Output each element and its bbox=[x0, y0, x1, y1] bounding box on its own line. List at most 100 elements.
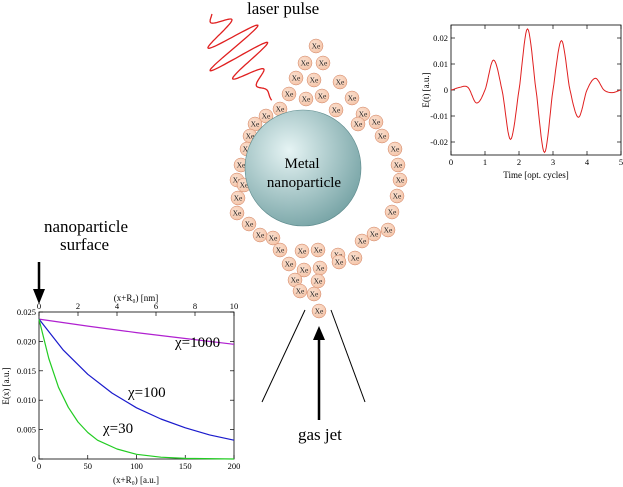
xe-atom-label: Xe bbox=[391, 145, 400, 154]
xe-atom-circle bbox=[230, 190, 246, 206]
xe-atom-circle bbox=[332, 74, 348, 90]
xe-atom-label: Xe bbox=[285, 90, 294, 99]
chart-ex-series-line-0 bbox=[38, 318, 235, 345]
gas-jet-arrow-head bbox=[313, 326, 325, 340]
xe-atom-circle bbox=[311, 303, 327, 319]
xe-atom-circle bbox=[387, 141, 403, 157]
xe-atom: Xe bbox=[389, 188, 405, 204]
xe-atom-label: Xe bbox=[370, 230, 379, 239]
xe-atom-label: Xe bbox=[276, 246, 285, 255]
xe-atom-label: Xe bbox=[296, 287, 305, 296]
xe-atom-label: Xe bbox=[393, 192, 402, 201]
xe-atom: Xe bbox=[368, 114, 384, 130]
xe-atom-label: Xe bbox=[335, 258, 344, 267]
xe-atom-circle bbox=[390, 157, 406, 173]
xe-atom-label: Xe bbox=[310, 76, 319, 85]
xe-atom-circle bbox=[368, 114, 384, 130]
xe-atom-label: Xe bbox=[291, 276, 300, 285]
chart-ex-x2tick-label: 10 bbox=[230, 301, 239, 311]
xe-atom: Xe bbox=[366, 226, 382, 242]
xe-atom-label: Xe bbox=[269, 234, 278, 243]
xe-atom: Xe bbox=[297, 55, 313, 71]
chart-ex-xtick-label: 0 bbox=[37, 461, 41, 471]
chart-ex-xtick-label: 100 bbox=[130, 461, 143, 471]
chart-ex-x2tick-label: 8 bbox=[193, 301, 197, 311]
xe-atom-circle bbox=[380, 222, 396, 238]
xe-atom: Xe bbox=[347, 250, 363, 266]
xe-atom: Xe bbox=[331, 254, 347, 270]
xe-atom: Xe bbox=[350, 116, 366, 132]
xe-atom-circle bbox=[314, 88, 330, 104]
xe-atom-circle bbox=[310, 242, 326, 258]
xe-atom-label: Xe bbox=[298, 247, 307, 256]
xe-atom: Xe bbox=[265, 230, 281, 246]
xe-atom: Xe bbox=[344, 90, 360, 106]
xe-atom-circle bbox=[281, 86, 297, 102]
xe-atom-label: Xe bbox=[262, 112, 271, 121]
chart-ex-ytick-label: 0.020 bbox=[17, 336, 36, 346]
chart-ex-ytick-label: 0.025 bbox=[17, 307, 36, 317]
series-label-chi-30: χ=30 bbox=[102, 421, 133, 437]
xe-atom: Xe bbox=[374, 128, 390, 144]
chart-ex-xtick-label: 150 bbox=[179, 461, 192, 471]
chart-ex-series-line-1 bbox=[38, 318, 235, 441]
series-label-chi-100: χ=100 bbox=[127, 385, 166, 401]
xe-atom-label: Xe bbox=[336, 78, 345, 87]
xe-atom-label: Xe bbox=[388, 208, 397, 217]
xe-atom-circle bbox=[272, 242, 288, 258]
xe-atom-label: Xe bbox=[318, 92, 327, 101]
xe-atom-circle bbox=[298, 91, 314, 107]
chart-ex-x2tick-label: 0 bbox=[37, 301, 41, 311]
xe-atom-circle bbox=[281, 256, 297, 272]
xe-atom-circle bbox=[354, 233, 370, 249]
chart-ex-xtick-label: 200 bbox=[228, 461, 241, 471]
xe-atom: Xe bbox=[306, 286, 322, 302]
xe-atom-label: Xe bbox=[314, 246, 323, 255]
xe-atom: Xe bbox=[310, 242, 326, 258]
xe-atom-label: Xe bbox=[319, 59, 328, 68]
chart-et-xlabel: Time [opt. cycles] bbox=[503, 170, 568, 180]
xe-atom: Xe bbox=[281, 86, 297, 102]
xe-atom-label: Xe bbox=[354, 120, 363, 129]
chart-et-ytick-label: 0.01 bbox=[433, 59, 448, 69]
xe-atom-circle bbox=[308, 38, 324, 54]
chart-ex-ytick-label: 0.005 bbox=[17, 425, 36, 435]
xe-atom-label: Xe bbox=[332, 106, 341, 115]
chart-et-xtick-label: 2 bbox=[517, 157, 521, 167]
xe-atom: Xe bbox=[310, 273, 326, 289]
xe-atom-label: Xe bbox=[246, 132, 255, 141]
xe-atom-label: Xe bbox=[251, 120, 260, 129]
xe-atom-circle bbox=[392, 172, 408, 188]
xe-atom-circle bbox=[288, 70, 304, 86]
surface-label-line2: surface bbox=[60, 235, 109, 254]
xe-atom-circle bbox=[389, 188, 405, 204]
xe-atom-label: Xe bbox=[302, 95, 311, 104]
chart-et-ylabel: E(t) [a.u.] bbox=[421, 72, 431, 107]
xe-atom-label: Xe bbox=[245, 220, 254, 229]
chart-et-ytick-label: -0.01 bbox=[430, 111, 448, 121]
chart-ex-x2tick-label: 6 bbox=[154, 301, 158, 311]
xe-atom: Xe bbox=[384, 204, 400, 220]
xe-atom-label: Xe bbox=[394, 161, 403, 170]
xe-atom-label: Xe bbox=[233, 209, 242, 218]
chart-et-ytick-label: 0.02 bbox=[433, 33, 448, 43]
xe-atom: Xe bbox=[311, 303, 327, 319]
xe-atom: Xe bbox=[296, 262, 312, 278]
xe-atom-circle bbox=[350, 116, 366, 132]
xe-atom-label: Xe bbox=[237, 161, 246, 170]
xe-atom-circle bbox=[331, 254, 347, 270]
xe-atom-circle bbox=[229, 205, 245, 221]
xe-atom-circle bbox=[265, 230, 281, 246]
xe-atom: Xe bbox=[272, 242, 288, 258]
xe-atom: Xe bbox=[390, 157, 406, 173]
xe-atom: Xe bbox=[258, 108, 274, 124]
xe-atom-label: Xe bbox=[351, 254, 360, 263]
xe-atom: Xe bbox=[315, 55, 331, 71]
xe-atom: Xe bbox=[229, 205, 245, 221]
xe-atom: Xe bbox=[281, 256, 297, 272]
chart-ex-x2tick-label: 4 bbox=[115, 301, 120, 311]
xe-atom-circle bbox=[366, 226, 382, 242]
xe-atom-circle bbox=[344, 90, 360, 106]
chart-et-xtick-label: 5 bbox=[619, 157, 623, 167]
